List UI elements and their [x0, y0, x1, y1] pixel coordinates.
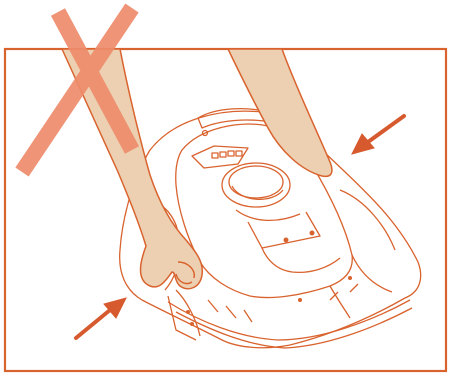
push-arrow-icon: [74, 114, 406, 340]
prohibited-cross-icon: [15, 3, 140, 177]
right-hand-icon: [227, 48, 333, 178]
left-hand-icon: [61, 48, 204, 290]
illustration-frame: [3, 47, 448, 373]
